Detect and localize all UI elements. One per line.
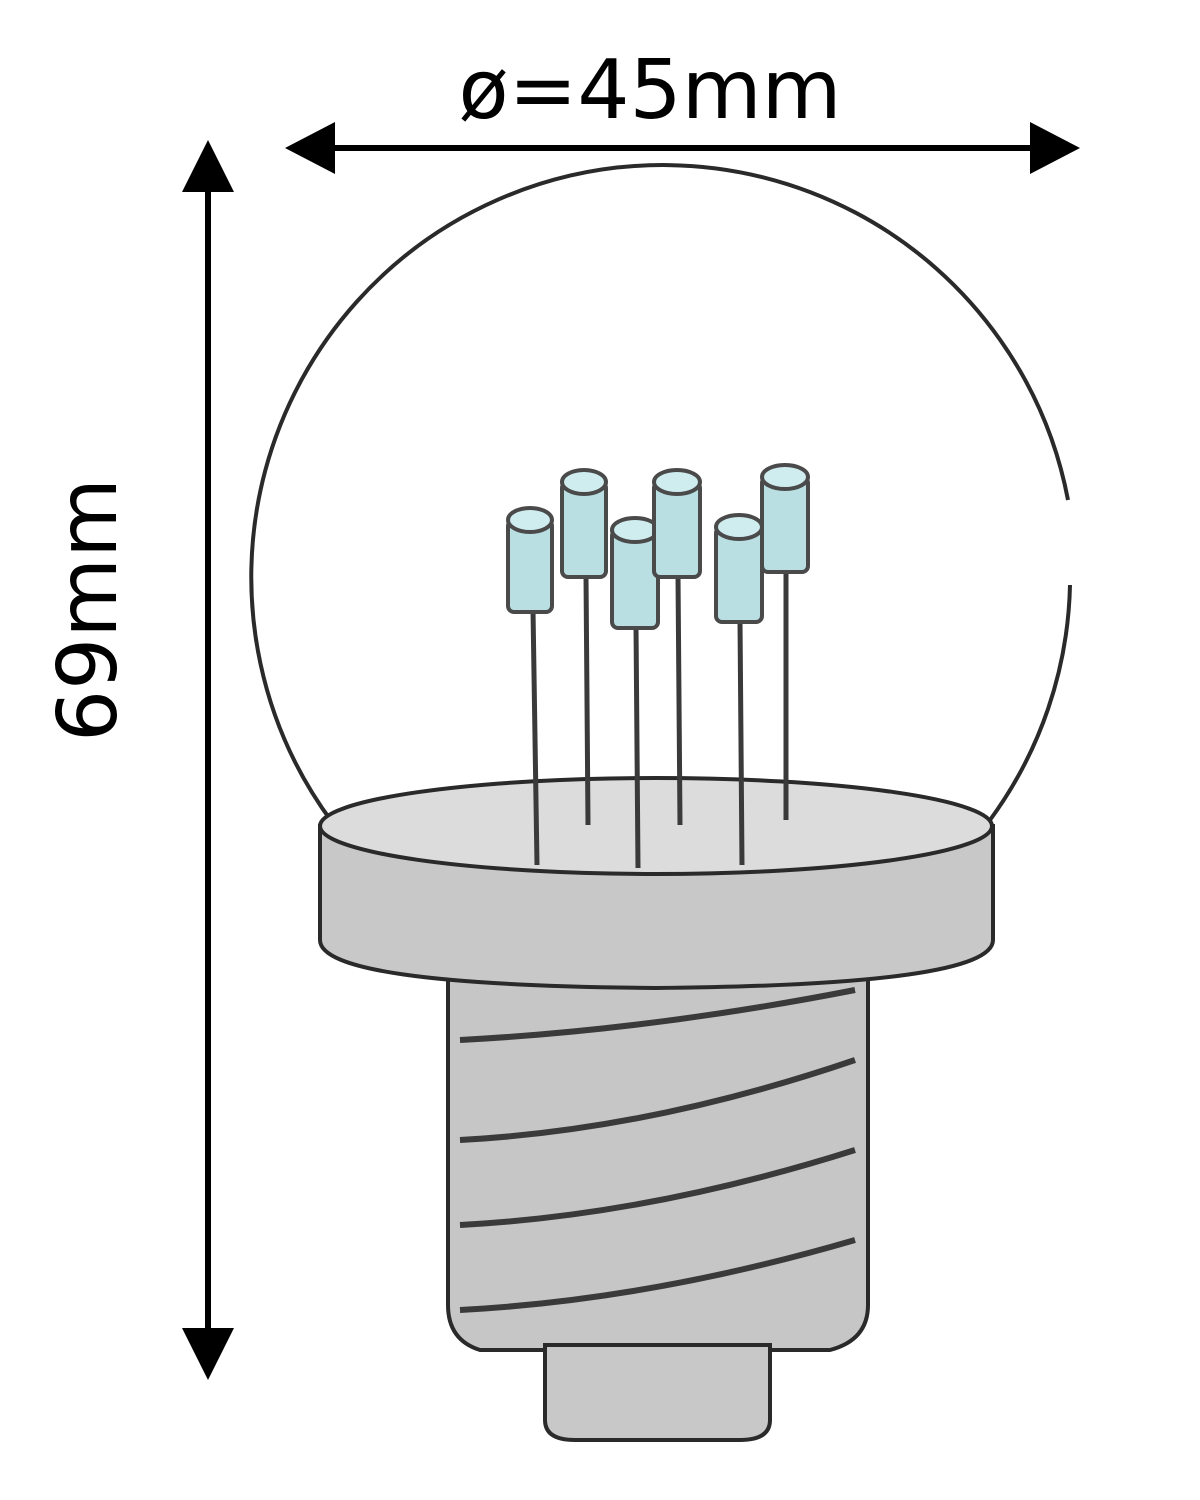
base-collar xyxy=(318,776,995,991)
led-3 xyxy=(610,516,660,630)
width-dimension-arrow xyxy=(285,122,1080,174)
diameter-label: ø=45mm xyxy=(459,43,842,138)
led-array xyxy=(506,463,810,630)
glass-globe xyxy=(249,163,1072,824)
base-tip xyxy=(543,1343,772,1442)
arrowhead-left-icon xyxy=(285,122,335,174)
height-label: 69mm xyxy=(41,478,136,742)
led-2 xyxy=(560,468,608,579)
led-wires xyxy=(530,570,789,869)
arrowhead-top-icon xyxy=(182,140,234,192)
led-6 xyxy=(760,463,810,574)
led-1 xyxy=(506,506,554,614)
base-collar-top xyxy=(318,776,994,876)
screw-thread xyxy=(446,973,870,1352)
led-4 xyxy=(652,468,702,579)
height-dimension-arrow xyxy=(182,140,234,1380)
arrowhead-bottom-icon xyxy=(182,1328,234,1380)
arrowhead-right-icon xyxy=(1030,122,1080,174)
led-5 xyxy=(714,513,764,624)
